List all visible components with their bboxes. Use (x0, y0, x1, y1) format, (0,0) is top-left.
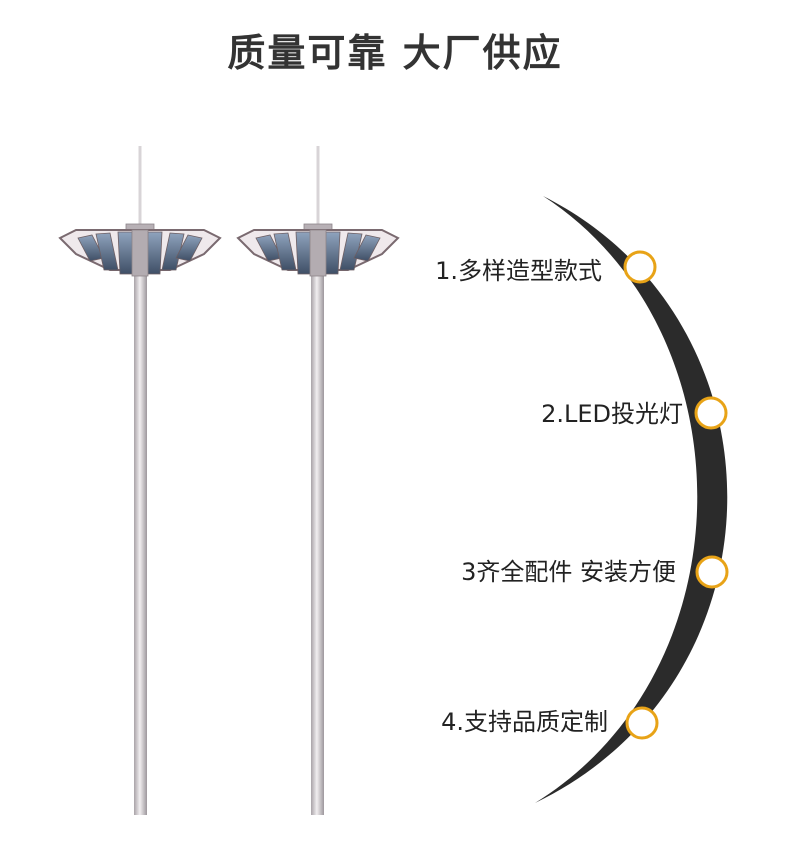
page-title: 质量可靠 大厂供应 (227, 31, 563, 75)
decorative-arc (535, 196, 728, 803)
feature-marker-icon (623, 250, 729, 740)
high-mast-light-pole-icon-right (237, 145, 399, 815)
feature-label-1: 1.多样造型款式 (435, 257, 602, 285)
feature-label-2: 2.LED投光灯 (541, 400, 683, 428)
high-mast-light-pole-icon-left (59, 145, 221, 815)
feature-label-4: 4.支持品质定制 (441, 708, 608, 736)
feature-label-3: 3齐全配件 安装方便 (461, 558, 676, 586)
